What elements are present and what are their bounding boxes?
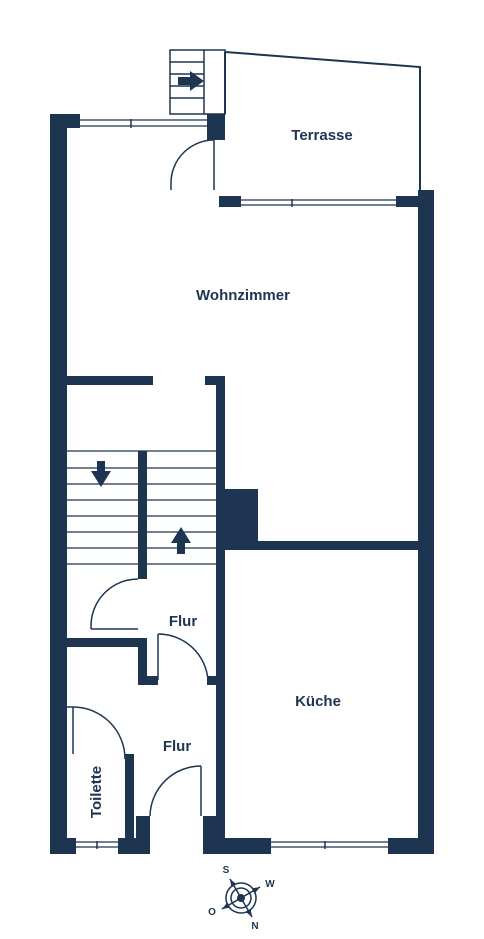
staircase <box>67 450 216 565</box>
terrace-outline <box>224 51 421 196</box>
door-stairs <box>90 578 139 630</box>
chimney <box>222 489 258 549</box>
compass-west: W <box>265 879 275 890</box>
room-label-terrasse: Terrasse <box>291 127 352 144</box>
arrow-up-icon <box>171 527 191 554</box>
arrow-right-icon <box>178 71 204 91</box>
wall-under-stairs <box>67 638 147 647</box>
wall-bottom-kitchen-left <box>203 838 271 854</box>
compass-east: O <box>208 907 216 918</box>
wall-left <box>50 114 67 854</box>
entrance-steps <box>169 49 226 115</box>
wall-flur-right-foot <box>207 676 225 685</box>
arrow-down-icon <box>91 461 111 487</box>
wall-stairs-right <box>216 376 225 854</box>
wall-living-kitchen <box>222 541 434 550</box>
wall-flur-left <box>138 638 147 684</box>
wall-living-stairs <box>67 376 153 385</box>
door-terrace <box>170 139 215 190</box>
wall-bottom-kitchen-right <box>388 838 434 854</box>
wall-entry-left-stub <box>136 816 150 854</box>
door-entrance <box>149 765 202 817</box>
door-flur-upper <box>157 633 209 681</box>
wall-right <box>418 190 434 854</box>
window-toilet <box>76 841 118 849</box>
window-top <box>80 119 207 128</box>
window-kitchen <box>271 841 388 849</box>
room-label-flur-lower: Flur <box>163 738 191 755</box>
compass-south: S <box>223 865 230 876</box>
wall-top-door-stub <box>207 114 225 140</box>
wall-top-left <box>50 114 80 128</box>
wall-living-stairs-stub <box>205 376 222 385</box>
wall-stair-middle <box>138 451 147 579</box>
wall-bottom-left <box>50 838 76 854</box>
room-label-toilette: Toilette <box>88 766 105 818</box>
room-label-kueche: Küche <box>295 693 341 710</box>
wall-toilet-right <box>125 754 134 854</box>
room-label-flur-upper: Flur <box>169 613 197 630</box>
compass-north: N <box>251 921 258 932</box>
door-toilet <box>67 706 126 760</box>
wall-terrace-bottom-left <box>219 196 241 207</box>
wall-flur-left-foot <box>138 676 158 685</box>
window-terrace <box>241 199 396 207</box>
compass-rose-icon <box>221 878 261 918</box>
wall-terrace-bottom-right <box>396 196 434 207</box>
room-label-wohnzimmer: Wohnzimmer <box>196 287 290 304</box>
interior-walls <box>67 376 434 854</box>
